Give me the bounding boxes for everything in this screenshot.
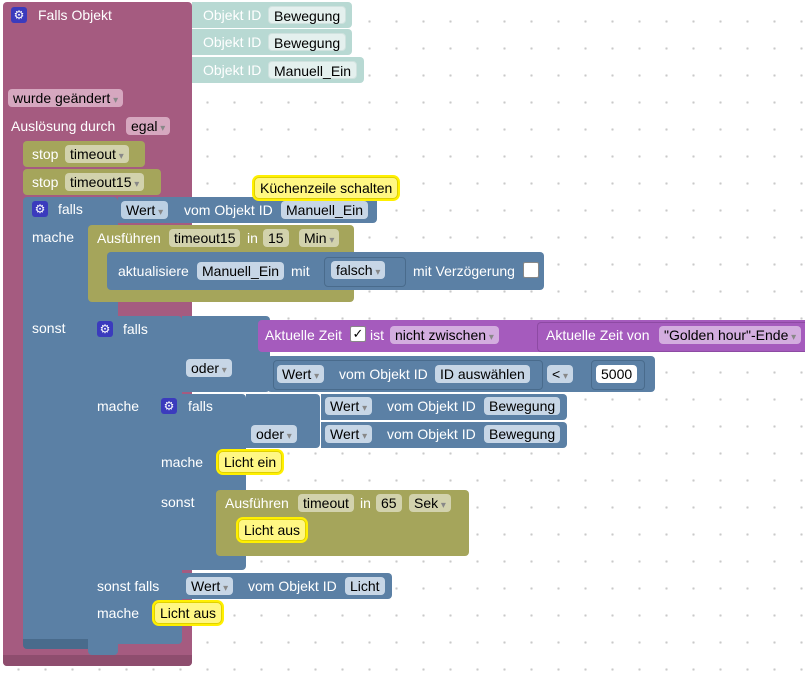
if3-vom2-label: vom Objekt ID xyxy=(387,426,476,442)
objid-field-3[interactable]: Manuell_Ein xyxy=(268,61,358,79)
run2-name-field[interactable]: timeout xyxy=(298,494,354,512)
if3-vom1-label: vom Objekt ID xyxy=(387,398,476,414)
if2-bottom xyxy=(88,640,118,655)
objid-label: Objekt ID xyxy=(203,34,262,50)
gear-icon[interactable]: ⚙ xyxy=(32,201,48,217)
comment-licht-ein[interactable]: Licht ein xyxy=(218,451,283,473)
comment-licht-aus-2[interactable]: Licht aus xyxy=(154,602,223,624)
time-checkbox[interactable]: ✓ xyxy=(350,326,366,342)
time-label: Aktuelle Zeit xyxy=(265,327,343,343)
compare-op-dropdown[interactable]: < xyxy=(547,365,573,383)
stop-label: stop xyxy=(32,174,59,190)
comment-licht-aus-1[interactable]: Licht aus xyxy=(238,519,307,541)
if2-sf-mache-label: mache xyxy=(97,605,140,621)
stop-timeout15-dropdown[interactable]: timeout15 xyxy=(65,173,145,191)
run2-in-label: in xyxy=(360,495,371,511)
trigger-dropdown[interactable]: egal xyxy=(126,117,171,135)
if2-sf-obj-field[interactable]: Licht xyxy=(345,577,385,595)
if3-sonst-label: sonst xyxy=(161,494,195,510)
delay-label: mit Verzögerung xyxy=(413,263,515,279)
if1-obj-field[interactable]: Manuell_Ein xyxy=(281,201,369,219)
time-von-label: Aktuelle Zeit von xyxy=(546,327,650,343)
if2-sonst-falls-label: sonst falls xyxy=(97,578,160,594)
if3-wert2-dropdown[interactable]: Wert xyxy=(325,425,373,443)
update-mit-label: mit xyxy=(291,263,310,279)
if3-obj1-field[interactable]: Bewegung xyxy=(484,397,561,415)
delay-checkbox[interactable] xyxy=(523,262,539,278)
objid-label: Objekt ID xyxy=(203,62,262,78)
if2-mache-label: mache xyxy=(97,398,140,414)
time-op-dropdown[interactable]: nicht zwischen xyxy=(390,326,499,344)
gear-icon[interactable]: ⚙ xyxy=(97,321,113,337)
if3-falls-label: falls xyxy=(188,398,213,414)
run-unit-dropdown[interactable]: Min xyxy=(299,229,340,247)
changed-dropdown[interactable]: wurde geändert xyxy=(8,89,124,107)
objid-field-2[interactable]: Bewegung xyxy=(268,33,347,51)
if2-falls-label: falls xyxy=(123,321,148,337)
gear-icon[interactable]: ⚙ xyxy=(11,7,27,23)
run2-value-field[interactable]: 65 xyxy=(376,494,402,512)
trigger-label: Auslösung durch xyxy=(11,118,116,134)
compare-value-field[interactable]: 5000 xyxy=(596,365,638,383)
compare-wert-dropdown[interactable]: Wert xyxy=(277,365,325,383)
stop-timeout-dropdown[interactable]: timeout xyxy=(65,145,129,163)
objid-label: Objekt ID xyxy=(203,7,262,23)
run-value-field[interactable]: 15 xyxy=(263,229,289,247)
if1-mache-label: mache xyxy=(32,229,75,245)
time-von-dropdown[interactable]: "Golden hour"-Ende xyxy=(659,326,802,344)
if1-sonst-label: sonst xyxy=(32,320,66,336)
run2-unit-dropdown[interactable]: Sek xyxy=(409,494,451,512)
falsch-dropdown[interactable]: falsch xyxy=(331,261,386,279)
compare-vom-label: vom Objekt ID xyxy=(339,366,428,382)
run2-label: Ausführen xyxy=(225,495,289,511)
if3-oder-dropdown[interactable]: oder xyxy=(251,425,297,443)
event-block-bottom xyxy=(3,655,192,666)
if3-mache-label: mache xyxy=(161,454,204,470)
gear-icon[interactable]: ⚙ xyxy=(161,398,177,414)
objid-field-1[interactable]: Bewegung xyxy=(268,6,347,24)
if3-obj2-field[interactable]: Bewegung xyxy=(484,425,561,443)
if1-wert-dropdown[interactable]: Wert xyxy=(121,201,169,219)
event-title: Falls Objekt xyxy=(38,7,112,23)
run-label: Ausführen xyxy=(97,230,161,246)
comment-kuechenzeile[interactable]: Küchenzeile schalten xyxy=(254,177,399,199)
if2-sf-vom-label: vom Objekt ID xyxy=(248,578,337,594)
if2-oder-dropdown[interactable]: oder xyxy=(186,359,232,377)
if1-vom-label: vom Objekt ID xyxy=(184,202,273,218)
if3-wert1-dropdown[interactable]: Wert xyxy=(325,397,373,415)
if1-falls-label: falls xyxy=(58,201,83,217)
if2-or-block[interactable] xyxy=(182,316,270,392)
if1-bottom xyxy=(23,639,118,649)
update-label: aktualisiere xyxy=(118,263,189,279)
compare-obj-field[interactable]: ID auswählen xyxy=(435,365,530,383)
run-name-field[interactable]: timeout15 xyxy=(169,229,241,247)
update-obj-field[interactable]: Manuell_Ein xyxy=(197,262,285,280)
if2-sf-wert-dropdown[interactable]: Wert xyxy=(186,577,234,595)
time-ist-label: ist xyxy=(370,327,384,343)
stop-label: stop xyxy=(32,146,59,162)
run-in-label: in xyxy=(247,230,258,246)
